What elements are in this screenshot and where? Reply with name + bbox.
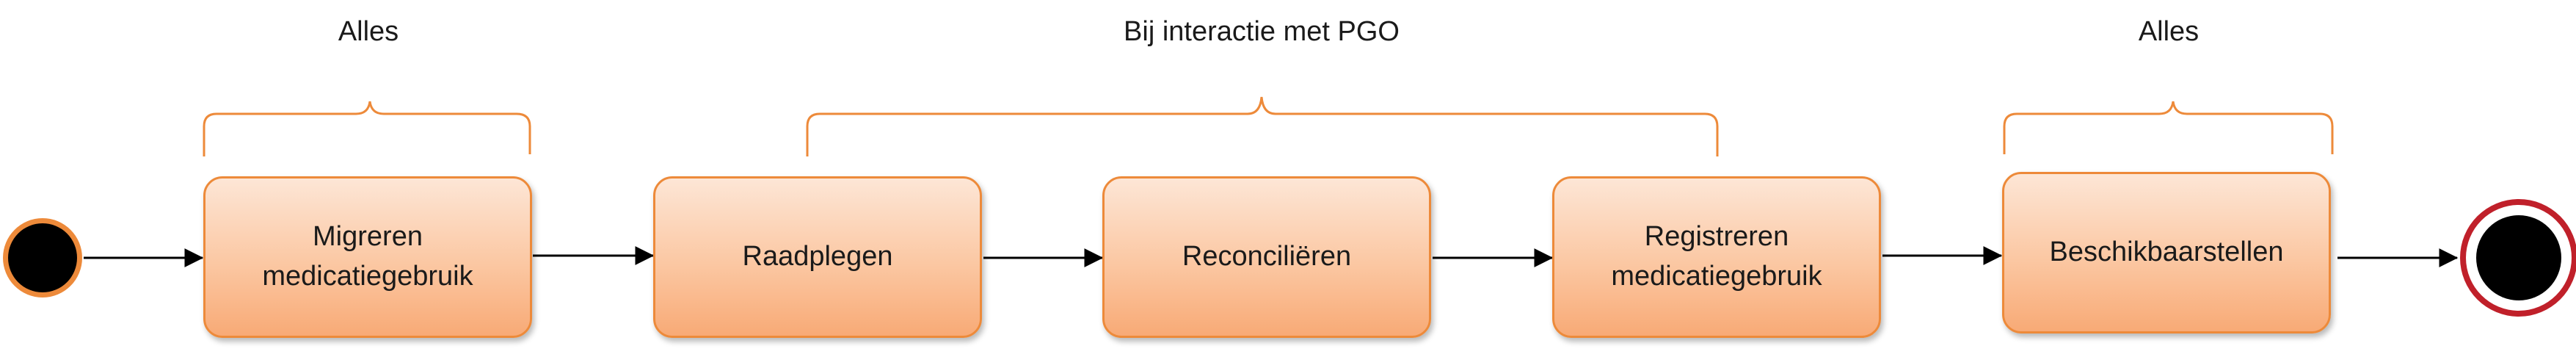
node-label: Raadplegen [742, 241, 893, 273]
brace-label-1: Alles [338, 16, 399, 47]
node-label: Reconciliëren [1182, 241, 1352, 273]
node-raadplegen[interactable]: Raadplegen [653, 176, 982, 338]
node-migreren[interactable]: Migreren medicatiegebruik [203, 176, 532, 338]
node-label: Migreren medicatiegebruik [262, 221, 473, 292]
brace-1 [203, 101, 531, 156]
node-registreren[interactable]: Registreren medicatiegebruik [1552, 176, 1881, 338]
node-beschikbaarstellen[interactable]: Beschikbaarstellen [2002, 172, 2331, 333]
brace-label-2: Bij interactie met PGO [1124, 16, 1400, 47]
node-reconcilieren[interactable]: Reconciliëren [1102, 176, 1431, 338]
initial-state-icon [3, 218, 82, 298]
brace-3 [2003, 101, 2334, 154]
node-label: Registreren medicatiegebruik [1611, 221, 1822, 292]
brace-label-3: Alles [2138, 16, 2200, 47]
node-label: Beschikbaarstellen [2049, 237, 2284, 268]
final-state-icon [2460, 199, 2576, 317]
brace-2 [806, 96, 1719, 156]
